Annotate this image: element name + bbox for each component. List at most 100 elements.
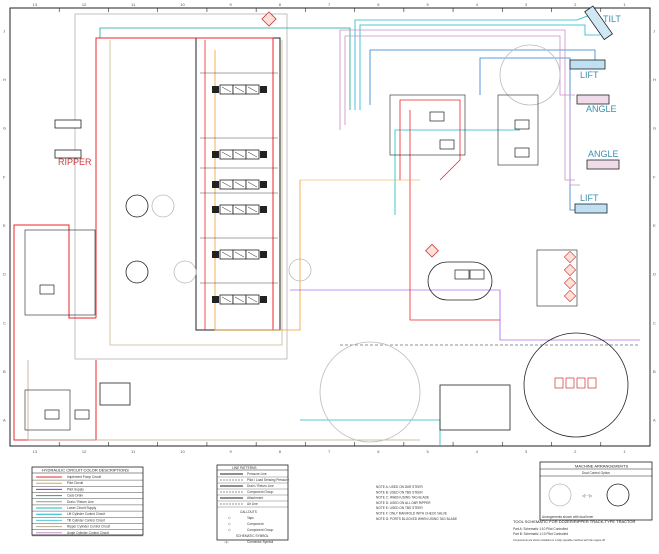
callout-item: Component <box>247 522 264 526</box>
callout-icon: ⬡ <box>228 522 231 526</box>
ripper-valve <box>24 389 71 431</box>
grid-column-label: 2 <box>574 449 577 454</box>
callout-item: Taps <box>247 516 254 520</box>
angle-control-line <box>339 29 575 181</box>
machine-arrangements-box: MACHINE ARRANGEMENTS Dual Control Option… <box>539 461 653 521</box>
grid-row-label: A <box>3 418 6 423</box>
grid-row-label: F <box>653 174 656 179</box>
ripper-cylinder-bottom <box>54 149 82 159</box>
line-legend-item: Air Line <box>247 502 258 506</box>
pilot-filter-box <box>99 382 131 406</box>
grid-column-label: 8 <box>279 2 282 7</box>
valve-symbol <box>454 269 470 280</box>
machine-arrangements-subtitle: Dual Control Option <box>582 471 610 475</box>
grid-row-label: J <box>653 28 655 33</box>
valve-section <box>200 192 278 215</box>
grid-row-label: B <box>3 369 6 374</box>
grid-row-label: A <box>653 418 656 423</box>
grid-column-label: 10 <box>180 2 185 7</box>
legend-item-label: Case Drain <box>67 494 83 498</box>
valve-symbol <box>514 119 530 130</box>
lift-cylinder-top <box>569 59 606 70</box>
grid-row-label: G <box>653 126 656 131</box>
grid-column-label: 2 <box>574 2 577 7</box>
ripper-cylinder-top <box>54 119 82 129</box>
valve-symbol <box>74 409 90 420</box>
valve-section <box>200 137 278 160</box>
note-item: NOTE A: USED ON D6R STEER <box>376 485 423 489</box>
grid-column-label: 4 <box>476 449 479 454</box>
arrangement-circle-e <box>288 258 312 282</box>
legend-item-label: Angle Cylinder Control Circuit <box>67 531 109 535</box>
valve-symbol <box>44 409 60 420</box>
grid-row-label: J <box>3 28 5 33</box>
pump-detail-circle <box>319 341 421 443</box>
line-legend-item: Component Group <box>247 490 273 494</box>
lift-control-line-2 <box>479 57 585 211</box>
tilt-control-line-2 <box>359 24 600 110</box>
grid-column-label: 9 <box>230 2 233 7</box>
callout-item: Component Group <box>247 528 273 532</box>
grid-row-label: H <box>653 77 656 82</box>
drain-line <box>109 40 283 346</box>
pressure-tap-icon <box>563 276 577 290</box>
accumulator-box <box>439 384 511 431</box>
grid-column-label: 13 <box>33 449 38 454</box>
pilot-line <box>214 50 301 331</box>
lower-supply-line <box>300 419 441 445</box>
grid-column-label: 7 <box>328 2 331 7</box>
grid-column-label: 9 <box>230 449 233 454</box>
valve-symbol <box>514 147 530 158</box>
pilot-manifold-circle <box>523 332 629 438</box>
legend-item-label: Lower Circuit Supply <box>67 506 97 510</box>
grid-row-label: B <box>653 369 656 374</box>
arrangement-circle-a <box>125 194 149 218</box>
tilt-control-line <box>354 14 591 110</box>
grid-column-label: 5 <box>426 2 429 7</box>
line-legend-item: Attachment <box>247 496 263 500</box>
arrangement-circle-d <box>173 260 197 284</box>
lift-label-top: LIFT <box>580 70 599 80</box>
grid-row-label: F <box>3 174 6 179</box>
line-legend-item: Drain / Return Line <box>247 484 274 488</box>
legend-item-label: Implement Pump Circuit <box>67 475 101 479</box>
grid-column-label: 12 <box>82 449 87 454</box>
valve-symbol <box>439 139 455 150</box>
grid-column-label: 4 <box>476 2 479 7</box>
pressure-tap-block <box>536 249 578 307</box>
legend-item-label: Ripper Cylinder Control Circuit <box>67 525 110 529</box>
legend-item-label: Pilot Circuit <box>67 481 83 485</box>
lift-line-3 <box>394 129 520 215</box>
angle-control-line-2 <box>344 35 575 125</box>
connector-icon: ◁▷ <box>224 540 229 544</box>
schematic-symbol-item: Connector Symbol <box>247 540 274 544</box>
valve-section <box>200 282 278 305</box>
grid-row-label: D <box>653 272 656 277</box>
note-item: NOTE E: USED ON TBS STEER <box>376 506 423 510</box>
machine-arrangements-title: MACHINE ARRANGEMENTS <box>575 464 628 469</box>
note-item: NOTE G: PORTS BLOCKED WHEN USING TAG BLA… <box>376 517 457 521</box>
line-legend-item: Pilot / Load Sensing Pressure <box>247 478 289 482</box>
grid-row-label: C <box>653 320 656 325</box>
grid-column-label: 11 <box>131 2 136 7</box>
callout-icon: ⬡ <box>228 516 231 520</box>
grid-column-label: 3 <box>525 449 528 454</box>
grid-column-label: 8 <box>279 449 282 454</box>
grid-row-label: H <box>3 77 6 82</box>
arrangement-arrow: ◁···▷ <box>582 493 593 498</box>
implement-pump-line <box>95 37 274 330</box>
callout-icon: ⬡ <box>228 528 231 532</box>
angle-label-bottom: ANGLE <box>588 149 619 159</box>
pump-group <box>24 229 96 316</box>
pilot-valve-icon <box>554 377 564 389</box>
pressure-tap-icon <box>563 263 577 277</box>
valve-symbol <box>39 284 55 295</box>
note-item: NOTE F: ONLY MANIFOLD WITH CHECK VALVE <box>376 512 447 516</box>
caption-part-b: Part B: Schematic 1:10 Pilot Controlled <box>513 532 568 536</box>
grid-row-label: E <box>653 223 656 228</box>
arrangement-circle-b <box>151 194 175 218</box>
drain-line-2 <box>27 360 420 441</box>
schematic-symbol-title: SCHEMATIC SYMBOL <box>236 534 269 538</box>
